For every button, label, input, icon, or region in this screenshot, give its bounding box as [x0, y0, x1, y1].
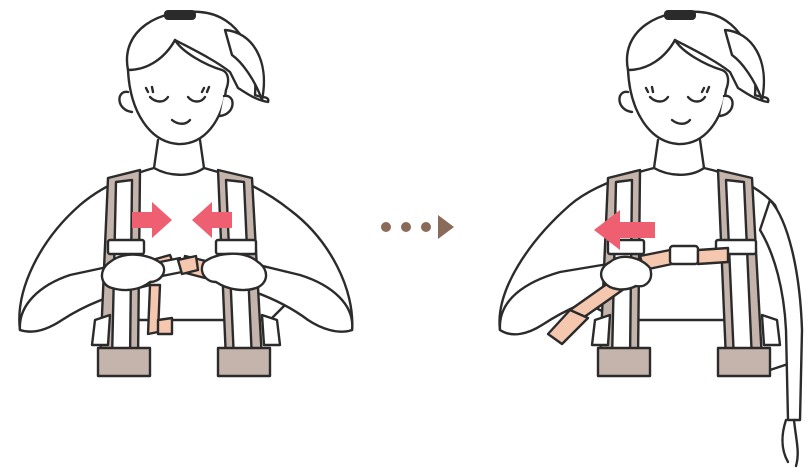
woman-pulling-strap-tight-icon	[470, 0, 809, 476]
step-1-illustration	[0, 0, 370, 476]
woman-buckling-chest-strap-icon	[0, 0, 370, 476]
dotted-next-arrow-icon	[372, 205, 462, 245]
step-2-illustration	[470, 0, 809, 476]
